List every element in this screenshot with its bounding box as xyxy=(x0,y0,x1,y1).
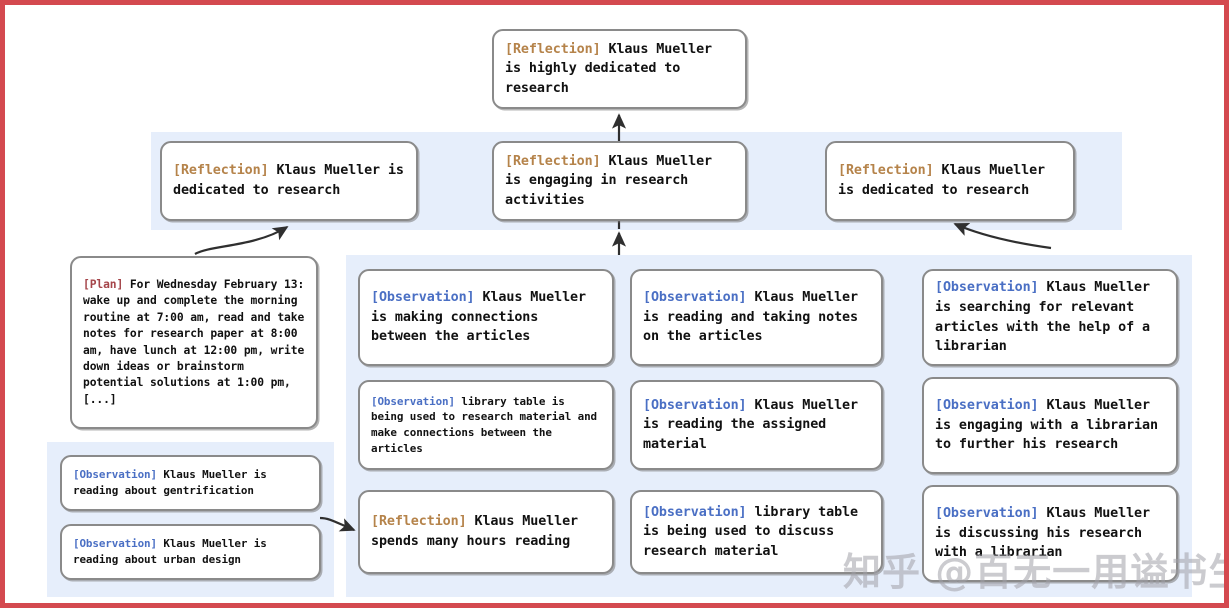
node-col3-observation-2[interactable]: [Observation] Klaus Mueller is engaging … xyxy=(922,377,1178,474)
node-body: Klaus Mueller is reading about gentrific… xyxy=(73,468,274,497)
node-body: Klaus Mueller is highly dedicated to res… xyxy=(505,41,720,96)
edge-plan-to-reflection-left xyxy=(194,226,289,255)
node-reflection-mid[interactable]: [Reflection] Klaus Mueller is engaging i… xyxy=(492,141,747,221)
node-text: [Observation] library table is being use… xyxy=(360,394,612,456)
node-body: library table is being used to discuss r… xyxy=(643,504,866,559)
node-body: Klaus Mueller is reading and taking note… xyxy=(643,290,866,345)
tag-plan: [Plan] xyxy=(83,277,124,291)
node-col2-observation-1[interactable]: [Observation] Klaus Mueller is reading a… xyxy=(630,269,883,366)
node-col1-observation-2[interactable]: [Observation] library table is being use… xyxy=(358,380,614,470)
tag-observation: [Observation] xyxy=(371,290,475,306)
node-body: Klaus Mueller is searching for relevant … xyxy=(935,280,1158,355)
tag-observation: [Observation] xyxy=(643,397,747,413)
tag-reflection: [Reflection] xyxy=(505,153,601,169)
node-body: For Wednesday February 13: wake up and c… xyxy=(83,277,311,406)
node-body: Klaus Mueller is making connections betw… xyxy=(371,290,594,345)
tag-reflection: [Reflection] xyxy=(173,163,269,179)
node-reflection-left[interactable]: [Reflection] Klaus Mueller is dedicated … xyxy=(160,141,418,221)
node-observation-bottomleft-2[interactable]: [Observation] Klaus Mueller is reading a… xyxy=(60,524,321,580)
node-body: Klaus Mueller is engaging with a librari… xyxy=(935,398,1166,453)
node-observation-bottomleft-1[interactable]: [Observation] Klaus Mueller is reading a… xyxy=(60,455,321,511)
node-plan[interactable]: [Plan] For Wednesday February 13: wake u… xyxy=(70,256,318,429)
node-body: library table is being used to research … xyxy=(371,394,604,455)
tag-observation: [Observation] xyxy=(643,290,747,306)
tag-observation: [Observation] xyxy=(935,398,1039,414)
node-text: [Reflection] Klaus Mueller is highly ded… xyxy=(494,40,745,99)
tag-observation: [Observation] xyxy=(935,506,1039,522)
node-text: [Observation] Klaus Mueller is reading a… xyxy=(632,288,881,347)
node-text: [Reflection] Klaus Mueller is dedicated … xyxy=(827,161,1073,200)
node-text: [Observation] Klaus Mueller is searching… xyxy=(924,278,1176,356)
node-body: Klaus Mueller is dedicated to research xyxy=(838,163,1053,198)
node-body: Klaus Mueller is reading about urban des… xyxy=(73,537,274,566)
node-col2-observation-2[interactable]: [Observation] Klaus Mueller is reading t… xyxy=(630,380,883,470)
node-col1-observation-1[interactable]: [Observation] Klaus Mueller is making co… xyxy=(358,269,614,366)
node-body: Klaus Mueller is reading the assigned ma… xyxy=(643,397,866,452)
node-text: [Reflection] Klaus Mueller is dedicated … xyxy=(162,161,416,200)
node-body: Klaus Mueller spends many hours reading xyxy=(371,514,586,549)
node-text: [Observation] Klaus Mueller is reading a… xyxy=(62,536,319,567)
node-text: [Reflection] Klaus Mueller spends many h… xyxy=(360,512,612,551)
tag-observation: [Observation] xyxy=(73,468,157,482)
tag-reflection: [Reflection] xyxy=(371,514,467,530)
node-text: [Plan] For Wednesday February 13: wake u… xyxy=(72,277,316,408)
tag-reflection: [Reflection] xyxy=(838,163,934,179)
tag-observation: [Observation] xyxy=(643,504,747,520)
node-body: Klaus Mueller is dedicated to research xyxy=(173,163,412,198)
node-reflection-right[interactable]: [Reflection] Klaus Mueller is dedicated … xyxy=(825,141,1075,221)
node-text: [Observation] Klaus Mueller is reading t… xyxy=(632,396,881,455)
tag-observation: [Observation] xyxy=(935,280,1039,296)
node-body: Klaus Mueller is discussing his research… xyxy=(935,506,1158,561)
node-text: [Observation] library table is being use… xyxy=(632,503,881,562)
tag-reflection: [Reflection] xyxy=(505,41,601,57)
node-col3-observation-3[interactable]: [Observation] Klaus Mueller is discussin… xyxy=(922,485,1178,582)
node-text: [Observation] Klaus Mueller is making co… xyxy=(360,288,612,347)
node-text: [Reflection] Klaus Mueller is engaging i… xyxy=(494,152,745,211)
node-col3-observation-1[interactable]: [Observation] Klaus Mueller is searching… xyxy=(922,269,1178,366)
node-col1-reflection[interactable]: [Reflection] Klaus Mueller spends many h… xyxy=(358,490,614,574)
node-text: [Observation] Klaus Mueller is discussin… xyxy=(924,504,1176,563)
node-reflection-root[interactable]: [Reflection] Klaus Mueller is highly ded… xyxy=(492,29,747,109)
tag-observation: [Observation] xyxy=(371,394,455,408)
node-col2-observation-3[interactable]: [Observation] library table is being use… xyxy=(630,490,883,574)
node-text: [Observation] Klaus Mueller is engaging … xyxy=(924,396,1176,455)
tag-observation: [Observation] xyxy=(73,537,157,551)
node-body: Klaus Mueller is engaging in research ac… xyxy=(505,153,720,208)
node-text: [Observation] Klaus Mueller is reading a… xyxy=(62,467,319,498)
